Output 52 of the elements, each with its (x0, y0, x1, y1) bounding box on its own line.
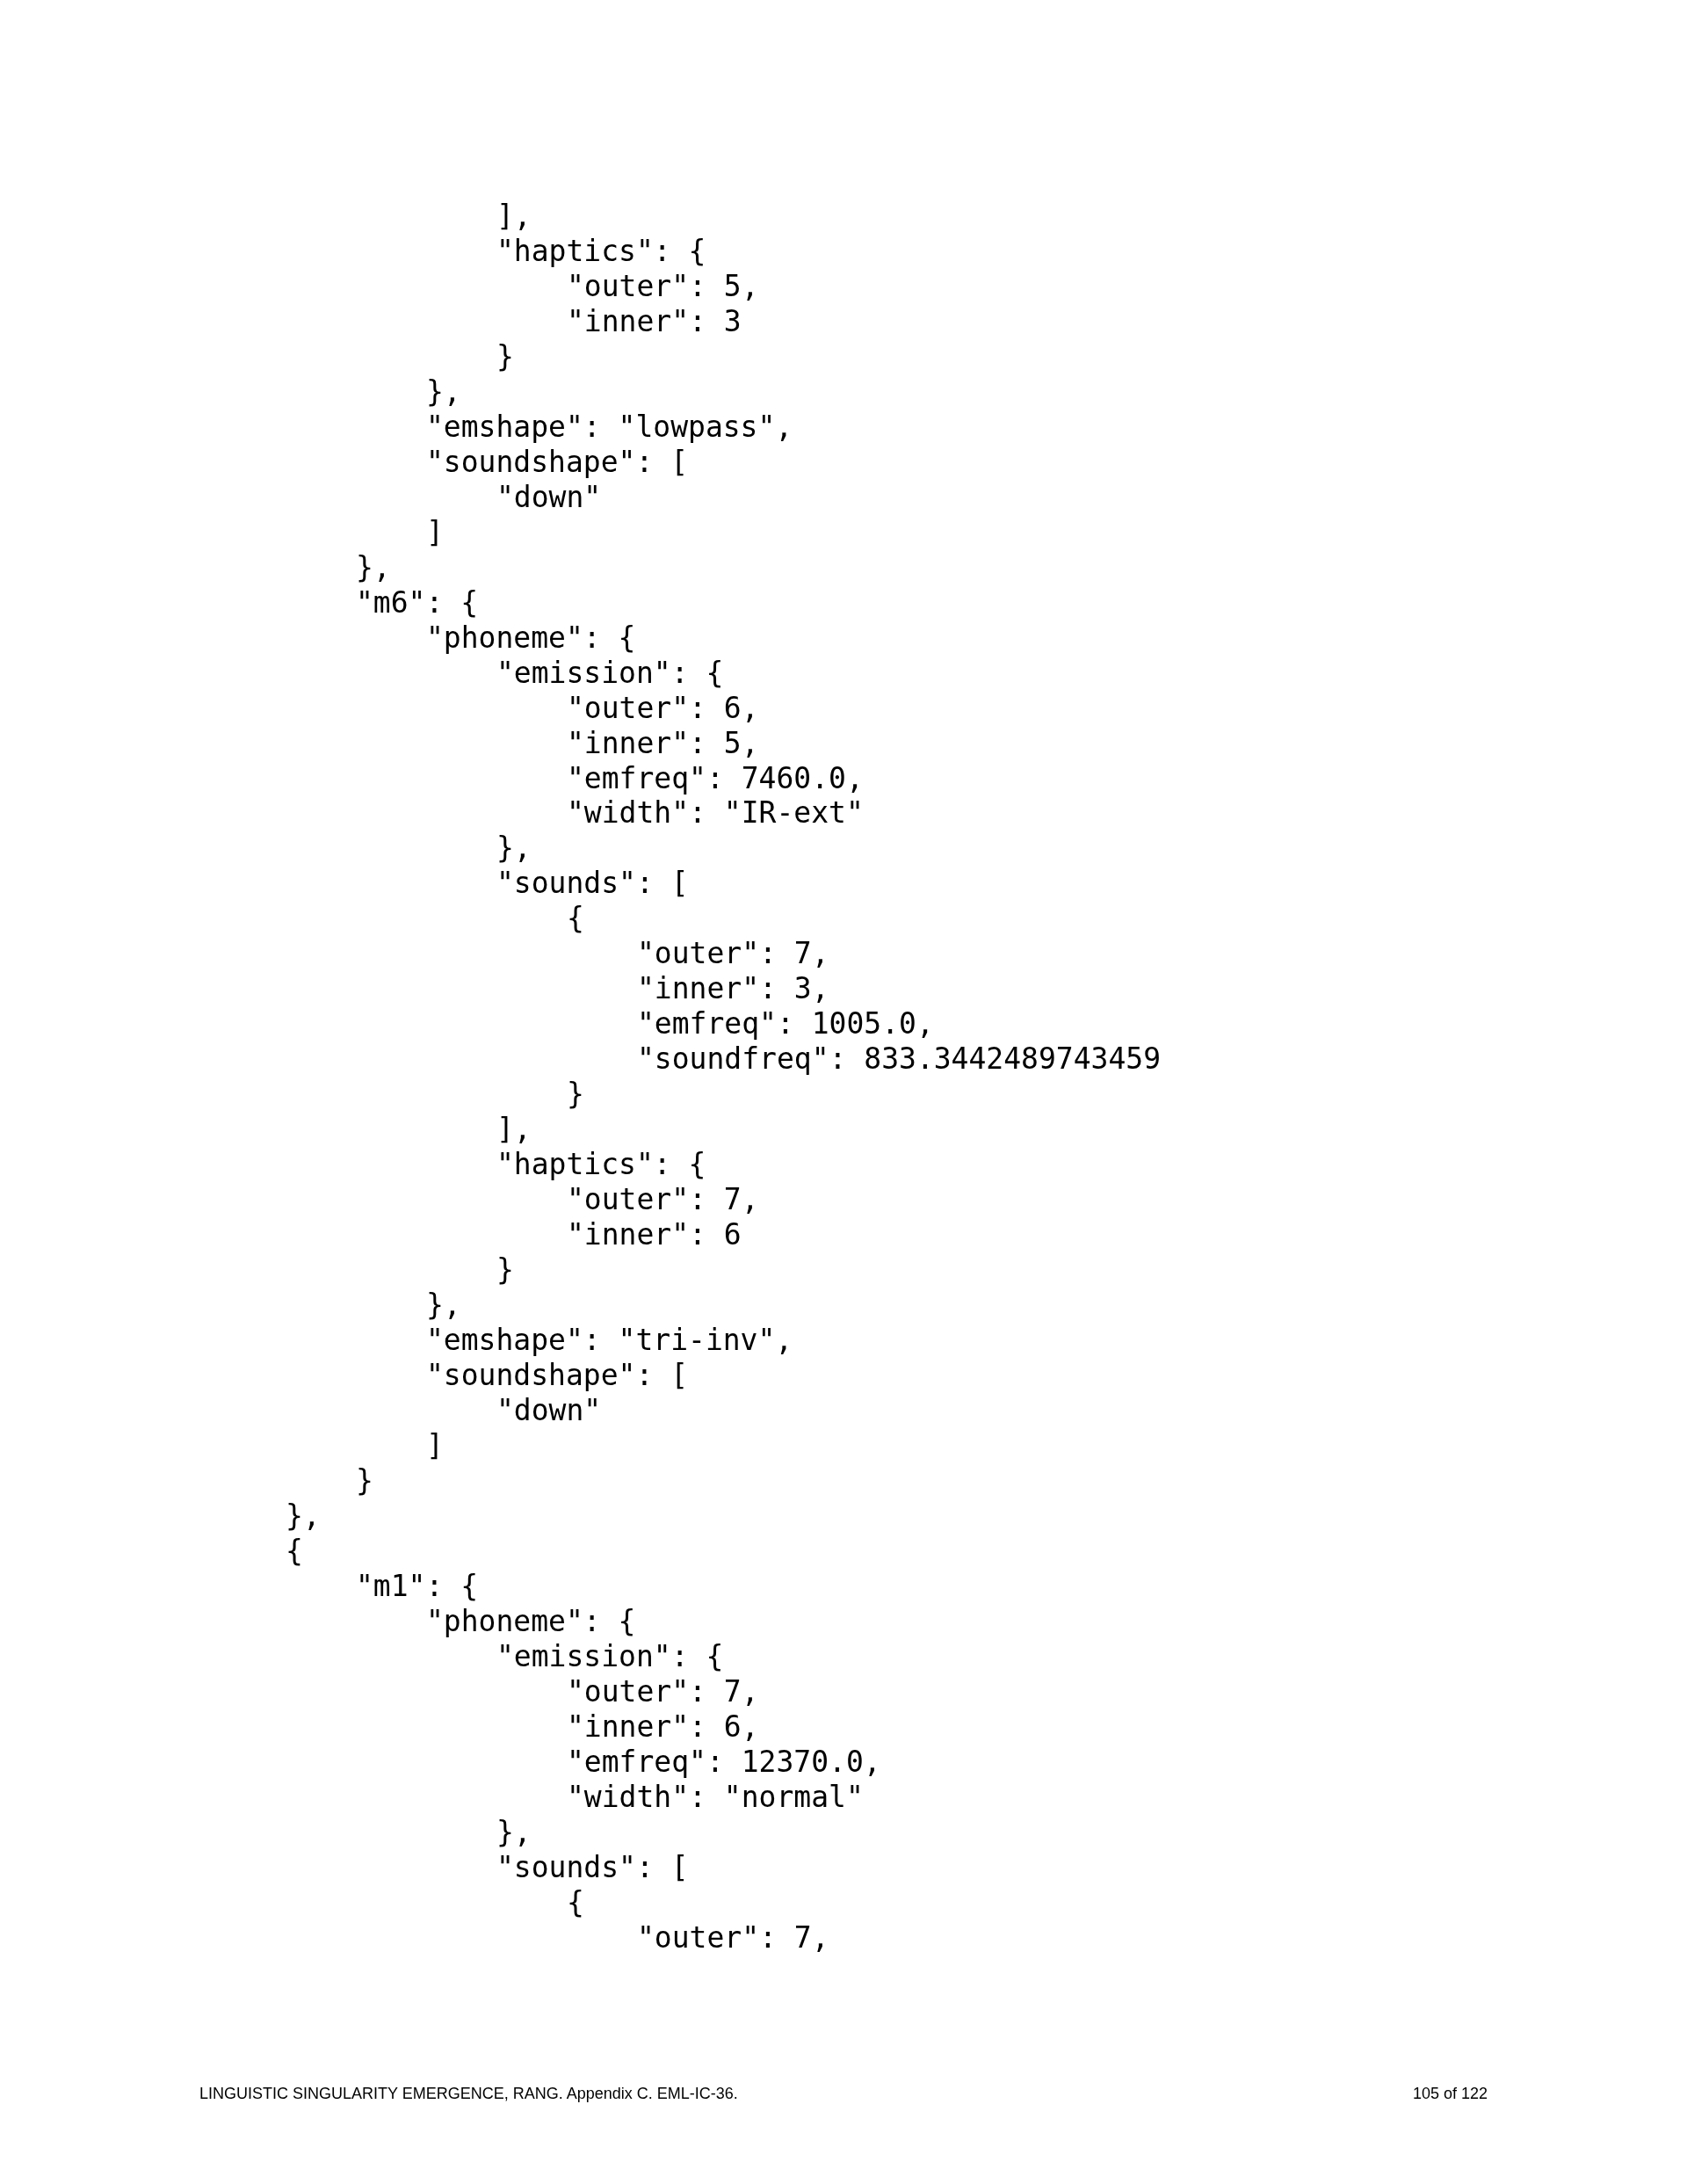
code-line: "down" (496, 1392, 602, 1428)
code-line: "haptics": { (496, 233, 706, 269)
code-line: "haptics": { (496, 1147, 706, 1183)
code-line: "inner": 5, (567, 725, 759, 761)
code-line: "inner": 3 (567, 303, 742, 339)
code-line: }, (496, 831, 532, 867)
code-line: { (567, 901, 584, 937)
code-line: "soundfreq": 833.3442489743459 (637, 1041, 1162, 1077)
code-line: }, (286, 1498, 321, 1534)
code-line: "inner": 3, (637, 971, 829, 1007)
code-line: "down" (496, 479, 602, 515)
code-line: "soundshape": [ (426, 444, 688, 480)
code-line: }, (496, 1814, 532, 1850)
code-line: } (567, 1077, 584, 1113)
code-line: "inner": 6 (567, 1217, 742, 1253)
code-line: "m6": { (356, 584, 479, 620)
code-line: }, (426, 374, 461, 410)
code-line: } (496, 338, 514, 374)
code-line: "phoneme": { (426, 620, 636, 656)
page-footer: LINGUISTIC SINGULARITY EMERGENCE, RANG. Appendix C. EML-IC-36. (199, 2083, 738, 2104)
code-line: } (496, 1252, 514, 1288)
code-line: "soundshape": [ (426, 1358, 688, 1393)
code-line: "emission": { (496, 655, 724, 691)
code-line: "outer": 6, (567, 690, 759, 726)
code-line: "inner": 6, (567, 1709, 759, 1745)
code-line: { (286, 1533, 303, 1569)
code-line: "width": "normal" (567, 1779, 864, 1815)
code-line: "emission": { (496, 1638, 724, 1674)
code-line: "sounds": [ (496, 1849, 689, 1885)
code-line: "outer": 5, (567, 268, 759, 304)
code-line: "emshape": "lowpass", (426, 409, 793, 445)
code-line: "emfreq": 7460.0, (567, 760, 864, 796)
code-line: ], (496, 199, 532, 234)
code-line: "sounds": [ (496, 866, 689, 902)
page-number: 105 of 122 (1412, 2084, 1488, 2104)
code-line: "width": "IR-ext" (567, 795, 864, 831)
code-line: "outer": 7, (567, 1673, 759, 1709)
code-line: ], (496, 1112, 532, 1148)
code-line: "outer": 7, (567, 1182, 759, 1218)
code-line: "outer": 7, (637, 936, 829, 972)
code-line: }, (356, 549, 391, 585)
code-line: "outer": 7, (637, 1919, 829, 1955)
code-line: "m1": { (356, 1568, 479, 1604)
code-line: } (356, 1462, 373, 1498)
code-line: ] (426, 514, 444, 550)
code-line: "emshape": "tri-inv", (426, 1323, 793, 1359)
code-line: ] (426, 1427, 444, 1463)
code-line: { (567, 1884, 584, 1920)
code-line: "emfreq": 12370.0, (567, 1744, 881, 1780)
code-line: "emfreq": 1005.0, (637, 1006, 934, 1042)
code-line: "phoneme": { (426, 1603, 636, 1639)
code-line: }, (426, 1288, 461, 1324)
